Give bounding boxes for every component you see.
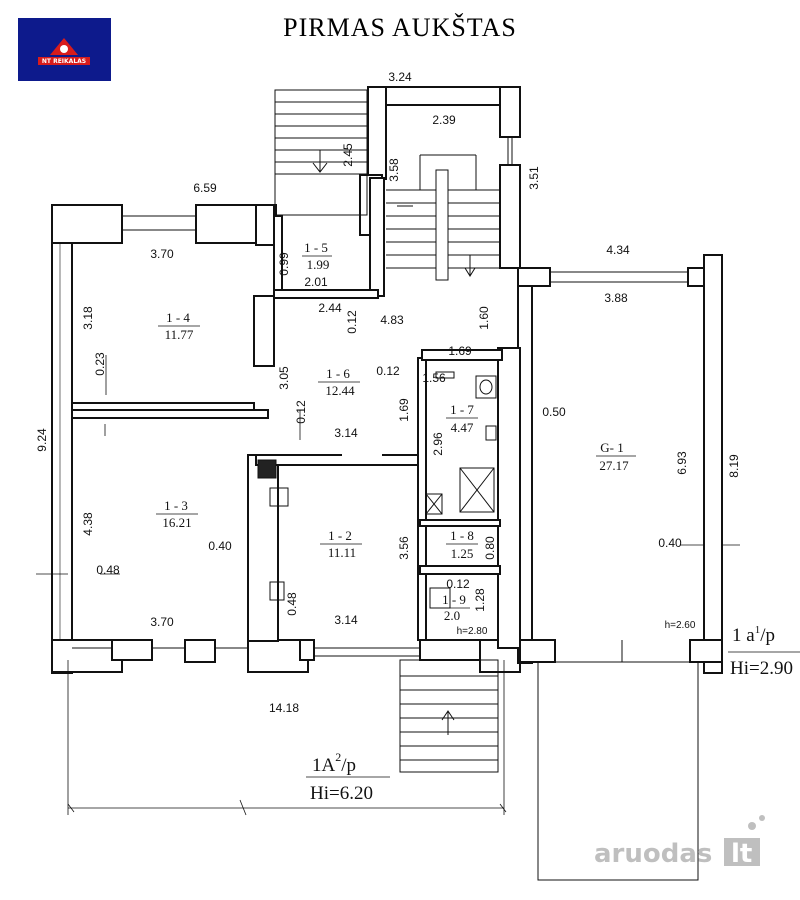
dim-label: 8.19 <box>727 454 741 478</box>
dim-label: 1.56 <box>422 371 446 385</box>
dim-label: 3.51 <box>527 166 541 190</box>
dim-label: 6.93 <box>675 451 689 475</box>
watermark: aruodas lt <box>594 815 765 869</box>
dim-label: 0.48 <box>285 592 299 616</box>
level-code: 1A2/p <box>312 750 356 776</box>
level-label-right: 1 a1/p Hi=2.90 <box>730 624 793 679</box>
room-label-1-8: 1 - 8 1.25 <box>446 528 478 561</box>
watermark-house-icon <box>724 838 760 866</box>
room-label-1-3: 1 - 3 16.21 <box>156 498 198 530</box>
toilet-icon <box>475 375 497 399</box>
dim-label: 0.40 <box>658 536 682 550</box>
dim-label: 0.50 <box>542 405 566 419</box>
room-area: 4.47 <box>451 420 474 435</box>
room-label-1-7: 1 - 7 4.47 <box>446 402 478 435</box>
dim-label: 0.40 <box>208 539 232 553</box>
dim-label: 2.96 <box>431 432 445 456</box>
room-id: 1 - 3 <box>164 498 188 513</box>
room-id: 1 - 8 <box>450 528 474 543</box>
logo-text: NT REIKALAS <box>42 58 86 65</box>
shower-icon <box>459 467 495 513</box>
room-id: 1 - 9 <box>442 592 466 607</box>
height-label: h=2.80 <box>457 626 488 637</box>
company-logo: NT REIKALAS <box>18 18 111 81</box>
level-label-bottom: 1A2/p Hi=6.20 <box>310 750 373 804</box>
room-id: 1 - 6 <box>326 366 350 381</box>
room-area: 27.17 <box>599 458 629 473</box>
room-area: 12.44 <box>325 383 355 398</box>
watermark-text: aruodas <box>594 839 712 869</box>
dim-label: 4.83 <box>380 313 404 327</box>
dim-label: 1.69 <box>397 398 411 422</box>
dim-label: 3.14 <box>334 613 358 627</box>
dim-label: 0.12 <box>345 310 359 334</box>
room-id: G- 1 <box>600 440 623 455</box>
level-height: Hi=2.90 <box>730 658 793 679</box>
room-area: 11.11 <box>328 545 356 560</box>
room-label-1-5: 1 - 5 1.99 <box>302 240 332 272</box>
room-label-1-6: 1 - 6 12.44 <box>318 366 360 398</box>
dim-label: 3.70 <box>150 615 174 629</box>
dimension-labels: 3.24 2.39 2.45 3.58 3.51 6.59 3.70 0.99 … <box>35 70 741 715</box>
walls <box>51 86 723 674</box>
dim-label: 4.38 <box>81 512 95 536</box>
dim-label: 3.14 <box>334 426 358 440</box>
dim-label: 0.80 <box>483 536 497 560</box>
dim-label: 3.24 <box>388 70 412 84</box>
dim-label: 1.60 <box>477 306 491 330</box>
stairs <box>274 89 699 881</box>
dim-label: 2.01 <box>304 275 328 289</box>
room-label-1-4: 1 - 4 11.77 <box>158 310 200 342</box>
dim-label: 4.34 <box>606 243 630 257</box>
room-label-g-1: G- 1 27.17 <box>596 440 636 473</box>
dimension-lines <box>36 355 800 881</box>
room-labels: 1 - 5 1.99 1 - 4 11.77 1 - 6 12.44 1 - 7… <box>156 240 636 623</box>
dim-label: 0.23 <box>93 352 107 376</box>
dim-label: 3.18 <box>81 306 95 330</box>
dim-label: 1.28 <box>473 588 487 612</box>
room-area: 1.25 <box>451 546 474 561</box>
dim-label: 0.12 <box>294 400 308 424</box>
dim-label: 1.69 <box>448 344 472 358</box>
room-area: 11.77 <box>165 327 194 342</box>
dim-label: 3.58 <box>387 158 401 182</box>
dim-label: 2.39 <box>432 113 456 127</box>
dim-label: 2.44 <box>318 301 342 315</box>
room-area: 1.99 <box>307 257 330 272</box>
height-label: h=2.60 <box>665 620 696 631</box>
room-label-1-2: 1 - 2 11.11 <box>320 528 362 560</box>
dim-label: 2.45 <box>341 143 355 167</box>
room-id: 1 - 4 <box>166 310 190 325</box>
room-id: 1 - 7 <box>450 402 474 417</box>
room-area: 16.21 <box>162 515 191 530</box>
room-id: 1 - 5 <box>304 240 328 255</box>
room-area: 2.0 <box>444 608 460 623</box>
level-height: Hi=6.20 <box>310 783 373 804</box>
dim-label: 14.18 <box>269 701 299 715</box>
dim-label: 3.56 <box>397 536 411 560</box>
dim-label: 0.99 <box>277 252 291 276</box>
room-id: 1 - 2 <box>328 528 352 543</box>
room-label-1-9: 1 - 9 2.0 <box>442 592 470 623</box>
dim-label: 0.48 <box>96 563 120 577</box>
watermark-suffix: lt <box>731 839 752 869</box>
dim-label: 3.05 <box>277 366 291 390</box>
dim-label: 3.88 <box>604 291 628 305</box>
level-code: 1 a1/p <box>732 624 775 646</box>
dim-label: 0.12 <box>446 577 470 591</box>
dim-label: 6.59 <box>193 181 217 195</box>
fixtures <box>257 371 497 609</box>
dim-label: 0.12 <box>376 364 400 378</box>
dim-label: 3.70 <box>150 247 174 261</box>
dim-label: 9.24 <box>35 428 49 452</box>
plan-title: PIRMAS AUKŠTAS <box>283 13 517 42</box>
